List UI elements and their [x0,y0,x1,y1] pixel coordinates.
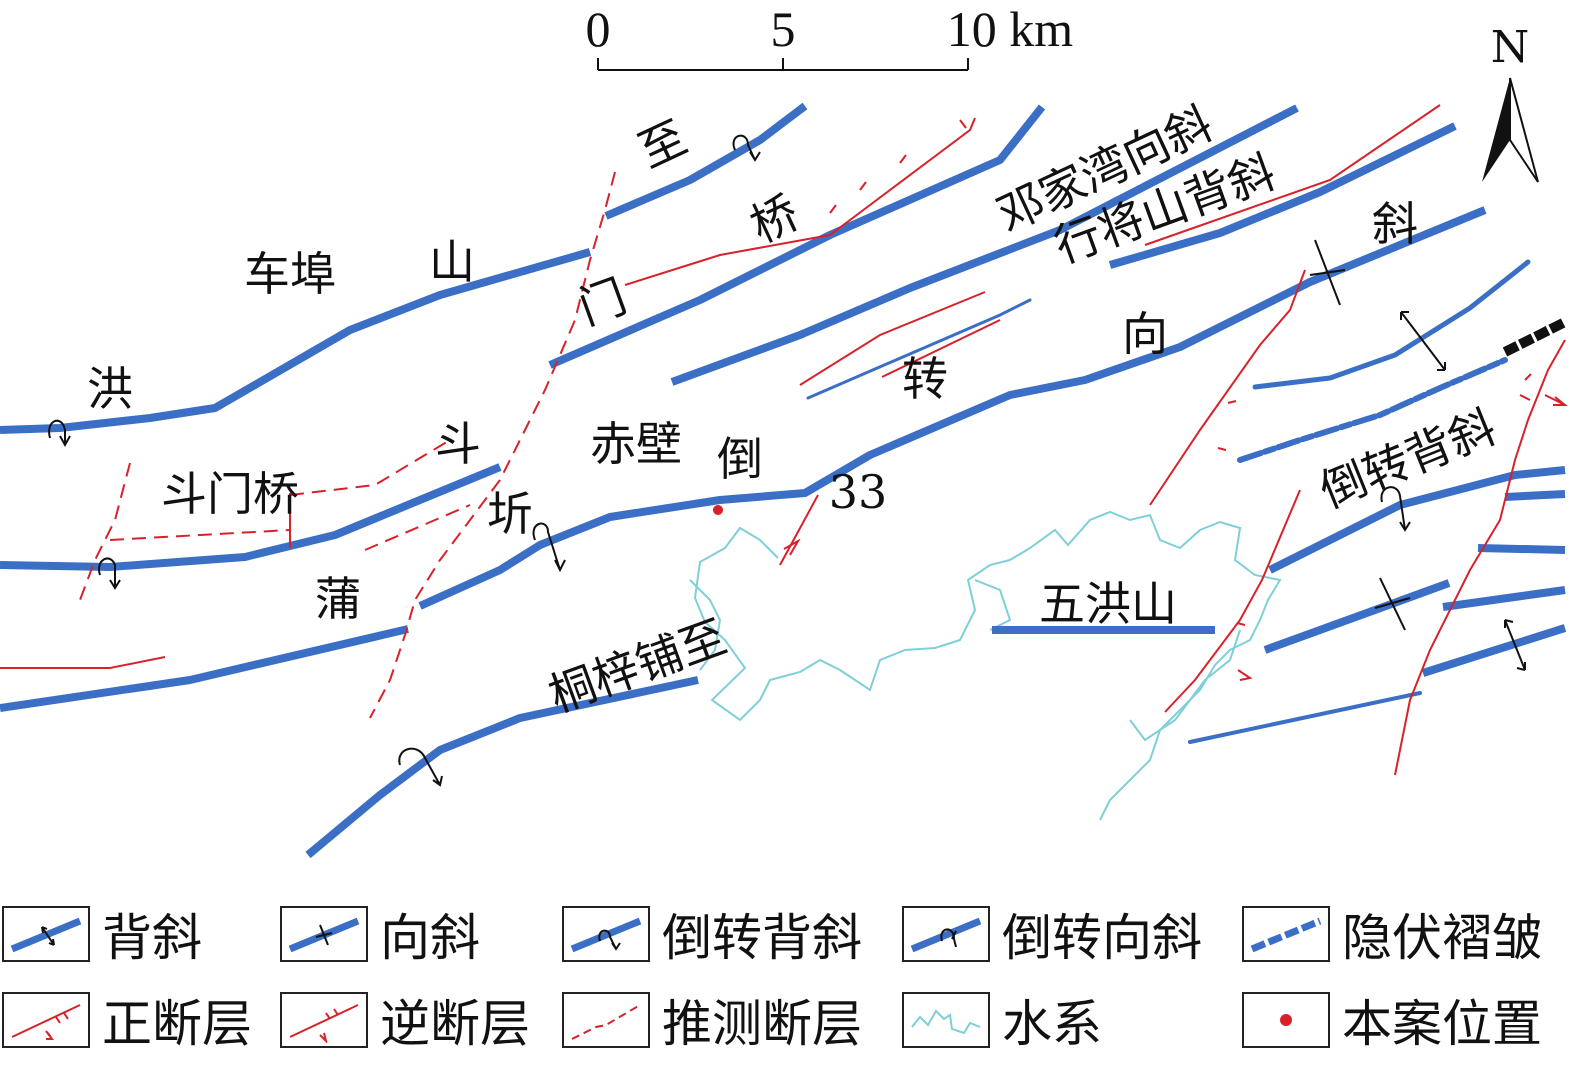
fold-axes [0,102,1567,859]
legend-label-anticline: 背斜 [102,909,202,967]
legend-label-concealed-fold: 隐伏褶皱 [1342,909,1542,967]
label-shan: 山 [429,235,475,289]
overturned-syncline-symbol-icon [902,906,990,962]
normal-fault-symbol-icon [2,992,90,1048]
north-label: N [1491,22,1530,73]
fold-symbols [48,134,1526,787]
label-dou: 斗 [435,417,481,471]
legend-label-overturned-anticline: 倒转背斜 [662,909,862,967]
label-pu: 蒲 [315,572,361,626]
legend-item-concealed-fold: 隐伏褶皱 [1242,902,1542,967]
case-location-marker [713,505,723,515]
label-dao: 倒 [717,432,763,486]
label-doumenqiao: 斗门桥 [161,467,299,521]
label-xiang: 向 [1122,307,1168,361]
legend-item-normal-fault: 正断层 [2,988,252,1053]
label-xie: 斜 [1372,197,1418,251]
legend-item-overturned-anticline: 倒转背斜 [562,902,862,967]
legend-label-normal-fault: 正断层 [102,995,252,1053]
label-qi: 圻 [487,487,533,541]
scale-tick-10km: 10 km [947,1,1074,57]
label-zhuan: 转 [902,352,948,406]
inferred-faults [79,171,616,719]
syncline-symbol-icon [280,906,368,962]
scale-tick-0: 0 [586,1,611,57]
label-qiao: 桥 [742,185,807,253]
label-wuhongshan: 五洪山 [1039,577,1177,631]
anticline-symbol-icon [2,906,90,962]
legend: 背斜 向斜 倒转背斜 倒转向斜 隐伏褶皱 正断层 逆断层 [0,890,1575,1066]
north-arrow-icon: N [1482,22,1539,183]
legend-label-overturned-syncline: 倒转向斜 [1002,909,1202,967]
concealed-fold-segment [1502,317,1568,357]
case-location-symbol-icon [1242,992,1330,1048]
inferred-fault-symbol-icon [562,992,650,1048]
legend-label-reverse-fault: 逆断层 [380,995,530,1053]
overturned-anticline-symbol-icon [562,906,650,962]
concealed-fold-symbol-icon [1242,906,1330,962]
reverse-fault-symbol-icon [280,992,368,1048]
legend-item-reverse-fault: 逆断层 [280,988,530,1053]
legend-label-syncline: 向斜 [380,909,480,967]
legend-item-overturned-syncline: 倒转向斜 [902,902,1202,967]
scale-tick-5: 5 [771,1,796,57]
label-men: 门 [572,269,634,335]
label-chebu: 车埠 [244,247,336,301]
legend-item-syncline: 向斜 [280,902,480,967]
geologic-map: 0 5 10 km N [0,1,1568,859]
label-tongzipu: 桐梓铺至 [542,609,733,723]
legend-item-water-system: 水系 [902,988,1102,1053]
label-33: 33 [829,465,888,519]
faults [0,104,1568,776]
legend-item-case-location: 本案位置 [1242,988,1542,1053]
legend-item-inferred-fault: 推测断层 [562,988,862,1053]
label-hong: 洪 [87,362,133,416]
legend-label-case-location: 本案位置 [1342,995,1542,1053]
legend-item-anticline: 背斜 [2,902,202,967]
scale-bar: 0 5 10 km [586,1,1074,71]
water-system [689,510,1282,821]
water-system-symbol-icon [902,992,990,1048]
place-labels: 洪 车埠 山 至 桥 门 斗门桥 斗 赤壁 倒 转 向 斜 邓家湾向斜 行将山背… [87,96,1503,723]
legend-label-water-system: 水系 [1002,995,1102,1053]
legend-label-inferred-fault: 推测断层 [662,995,862,1053]
label-zhi: 至 [630,110,695,178]
label-chibi: 赤壁 [590,417,682,471]
